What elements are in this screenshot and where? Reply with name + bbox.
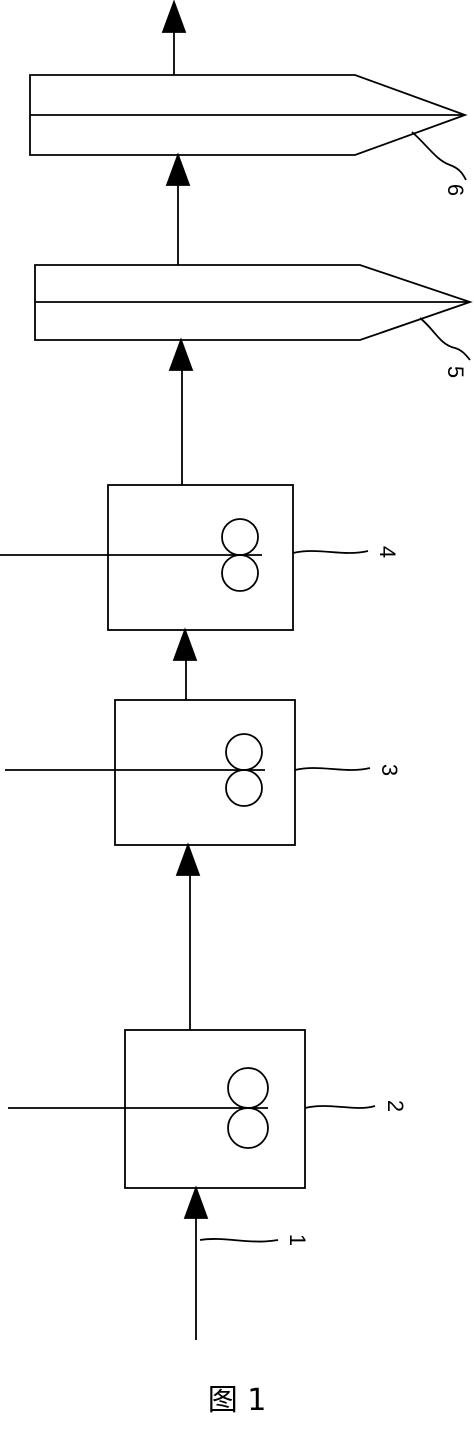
arrow-3-4-head bbox=[172, 627, 198, 661]
unit-2-impeller-bottom bbox=[227, 1107, 269, 1149]
unit-2-impeller-top bbox=[227, 1067, 269, 1109]
arrow-4-5-head bbox=[168, 337, 194, 371]
unit-4-impeller-top bbox=[221, 518, 259, 556]
unit-3-leader bbox=[294, 767, 371, 771]
figure-caption: 图 1 bbox=[207, 1383, 267, 1418]
column-5-leader bbox=[419, 317, 471, 361]
label-unit-2: 2 bbox=[383, 1100, 408, 1112]
arrow-2-3-head bbox=[175, 842, 201, 876]
unit-3-impeller-top bbox=[225, 733, 263, 771]
unit-4-impeller-bottom bbox=[221, 554, 259, 592]
unit-2-box bbox=[124, 1029, 306, 1189]
label-column-5: 5 bbox=[443, 366, 468, 378]
label-column-6: 6 bbox=[443, 184, 468, 196]
label-unit-4: 4 bbox=[375, 546, 400, 558]
column-6-leader bbox=[411, 131, 467, 181]
label-feed: 1 bbox=[285, 1234, 310, 1246]
unit-4-leader bbox=[292, 550, 369, 554]
column-6-body bbox=[29, 74, 468, 156]
feed-arrowhead bbox=[183, 1185, 209, 1219]
unit-4-box bbox=[107, 484, 294, 631]
label-unit-3: 3 bbox=[377, 764, 402, 776]
feed-leader bbox=[199, 1238, 279, 1243]
arrow-5-6-head bbox=[165, 152, 191, 186]
unit-3-impeller-bottom bbox=[225, 769, 263, 807]
outlet-arrowhead bbox=[161, 0, 187, 33]
unit-2-leader bbox=[304, 1105, 376, 1109]
unit-3-box bbox=[114, 699, 296, 846]
column-5-body bbox=[34, 264, 473, 341]
